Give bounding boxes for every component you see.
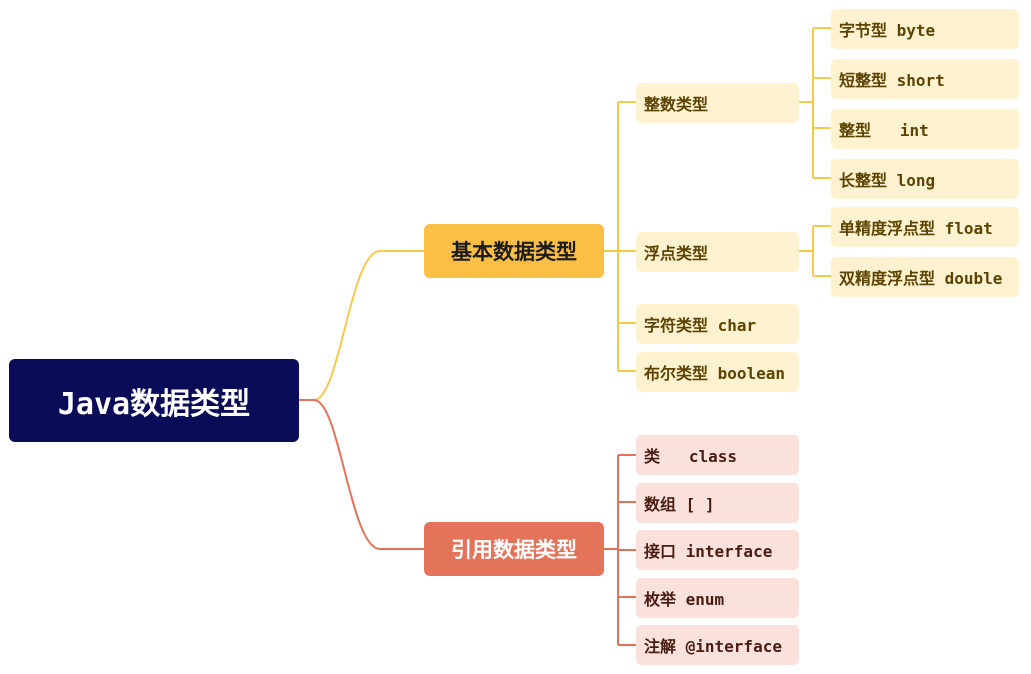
class-type-node[interactable]: 类 class bbox=[636, 435, 799, 475]
int-type-node[interactable]: 整型 int bbox=[831, 109, 1019, 149]
link-floating-children bbox=[799, 225, 831, 277]
link-primitive-children bbox=[604, 101, 636, 372]
char-type-node[interactable]: 字符类型 char bbox=[636, 304, 799, 344]
annotation-type-node[interactable]: 注解 @interface bbox=[636, 625, 799, 665]
long-type-node[interactable]: 长整型 long bbox=[831, 159, 1019, 199]
boolean-type-node[interactable]: 布尔类型 boolean bbox=[636, 352, 799, 392]
double-type-node[interactable]: 双精度浮点型 double bbox=[831, 257, 1019, 297]
link-reference-children bbox=[604, 454, 636, 646]
root-node[interactable]: Java数据类型 bbox=[9, 359, 299, 442]
short-type-node[interactable]: 短整型 short bbox=[831, 59, 1019, 99]
float-type-node[interactable]: 单精度浮点型 float bbox=[831, 207, 1019, 247]
integer-types-node[interactable]: 整数类型 bbox=[636, 83, 799, 123]
primitive-types-node[interactable]: 基本数据类型 bbox=[424, 224, 604, 278]
floating-types-node[interactable]: 浮点类型 bbox=[636, 232, 799, 272]
link-root-primitive bbox=[299, 250, 424, 401]
enum-type-node[interactable]: 枚举 enum bbox=[636, 578, 799, 618]
byte-type-node[interactable]: 字节型 byte bbox=[831, 9, 1019, 49]
link-integer-children bbox=[799, 27, 831, 179]
link-root-reference bbox=[299, 399, 424, 550]
array-type-node[interactable]: 数组 [ ] bbox=[636, 483, 799, 523]
reference-types-node[interactable]: 引用数据类型 bbox=[424, 522, 604, 576]
interface-type-node[interactable]: 接口 interface bbox=[636, 530, 799, 570]
